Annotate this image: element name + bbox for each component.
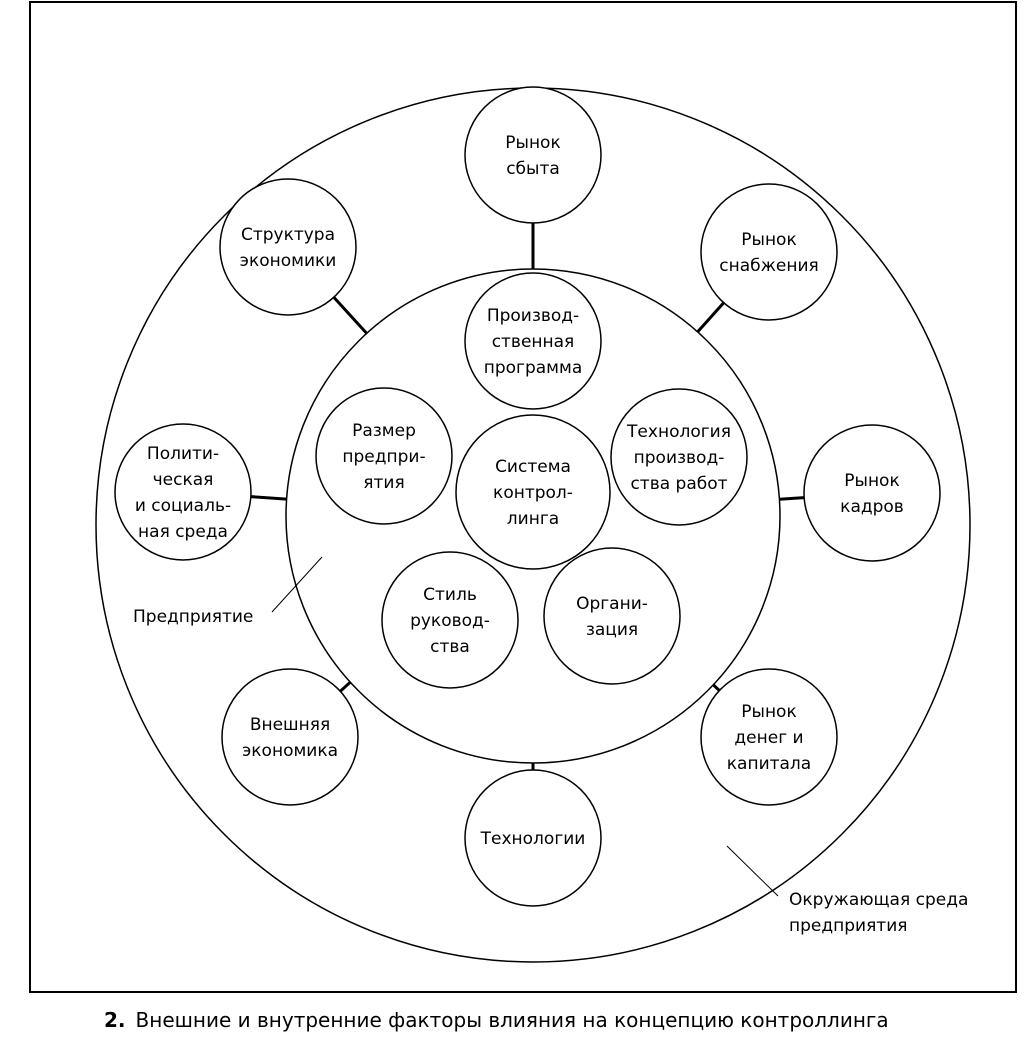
external-factor-political-social-environment: Полити-ческая и социаль-ная среда (114, 423, 252, 561)
external-factor-labor-market: Рынок кадров (803, 424, 941, 562)
external-factor-supply-market: Рынок снабжения (700, 183, 838, 321)
node-label-line: ная среда (138, 522, 228, 542)
node-label-line: экономики (240, 251, 337, 271)
node-label-line: ства (430, 637, 470, 657)
figure-number: 2. (104, 1008, 126, 1032)
node-label-line: Производ- (487, 306, 579, 326)
environment-label-line-2: предприятия (789, 916, 907, 936)
node-label-line: Полити- (147, 444, 219, 464)
node-circle (464, 272, 602, 410)
connector-labor-market (779, 496, 805, 501)
enterprise-label: Предприятие (133, 607, 253, 627)
connectors (250, 223, 805, 770)
node-circle (455, 414, 611, 570)
node-label-line: снабжения (719, 256, 819, 276)
node-label-line: денег и (734, 728, 803, 748)
node-label-line: ственная (492, 332, 575, 352)
node-label-line: Стиль (423, 585, 477, 605)
node-circle (464, 769, 602, 907)
internal-factor-organization: Органи-зация (543, 547, 681, 685)
node-label-line: ческая (153, 470, 214, 490)
node-label-line: ства работ (630, 474, 727, 494)
node-circle (464, 86, 602, 224)
internal-factor-production-program: Производ-ственная программа (464, 272, 602, 410)
node-label-line: Органи- (576, 594, 648, 614)
external-factor-technologies: Технологии (464, 769, 602, 907)
connector-economic-structure (332, 296, 368, 335)
node-label-line: Размер (352, 421, 416, 441)
figure-caption-text: Внешние и внутренние факторы влияния на … (135, 1008, 889, 1032)
connector-external-economy (339, 681, 352, 693)
node-label-line: Технология (626, 422, 731, 442)
node-label-line: Рынок (741, 230, 796, 250)
node-circle (381, 551, 519, 689)
node-label-line: Рынок (505, 133, 560, 153)
external-factor-capital-market: Рынок денег и капитала (700, 668, 838, 806)
node-circle (803, 424, 941, 562)
connector-capital-market (712, 683, 721, 692)
external-factor-sales-market: Рынок сбыта (464, 86, 602, 224)
node-label-line: Система (495, 457, 571, 477)
node-label-line: Структура (241, 225, 335, 245)
internal-factor-production-technology: Технология производ-ства работ (610, 388, 748, 526)
external-factor-economic-structure: Структура экономики (219, 178, 357, 316)
node-label-line: Технологии (480, 829, 586, 849)
node-label-line: зация (586, 620, 638, 640)
node-label-line: программа (484, 358, 583, 378)
node-label-line: экономика (242, 741, 338, 761)
core-controlling-system: Система контрол-линга (455, 414, 611, 570)
environment-pointer-line (726, 845, 779, 897)
node-label-line: ятия (363, 473, 404, 493)
node-circle (221, 668, 359, 806)
controlling-factors-diagram: Система контрол-линга Производ-ственная про… (95, 86, 971, 963)
node-label-line: линга (507, 509, 559, 529)
node-label-line: кадров (840, 497, 904, 517)
internal-factor-management-style: Стиль руковод-ства (381, 551, 519, 689)
node-label-line: Рынок (741, 702, 796, 722)
node-circle (315, 387, 453, 525)
node-label-line: руковод- (410, 611, 490, 631)
figure-caption: 2. Внешние и внутренние факторы влияния н… (104, 1008, 889, 1032)
node-label-line: Рынок (844, 471, 899, 491)
node-label-line: производ- (634, 448, 725, 468)
node-circle (700, 183, 838, 321)
node-circle (610, 388, 748, 526)
enterprise-pointer-line (271, 556, 323, 613)
node-circle (543, 547, 681, 685)
node-label-line: контрол- (493, 483, 573, 503)
node-label-line: Внешняя (250, 715, 330, 735)
environment-label-line-1: Окружающая среда (789, 890, 968, 910)
external-factor-external-economy: Внешняя экономика (221, 668, 359, 806)
factor-nodes: Система контрол-линга Производ-ственная про… (114, 86, 941, 907)
node-label-line: сбыта (506, 159, 560, 179)
node-label-line: предпри- (342, 447, 425, 467)
node-label-line: и социаль- (135, 496, 231, 516)
node-label-line: капитала (727, 754, 811, 774)
connector-political-social-environment (250, 495, 287, 501)
node-circle (219, 178, 357, 316)
connector-supply-market (696, 301, 725, 333)
node-circle (114, 423, 252, 561)
internal-factor-company-size: Размер предпри-ятия (315, 387, 453, 525)
node-circle (700, 668, 838, 806)
